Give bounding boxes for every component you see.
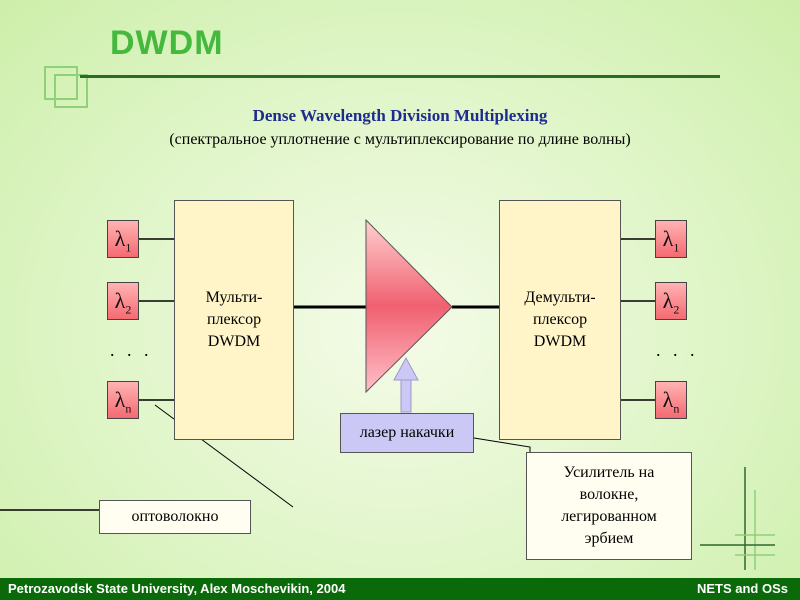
fiber-callout: оптоволокно [99,500,251,534]
pump-arrow-head [393,356,419,381]
subtitle-russian: (спектральное уплотнение с мультиплексир… [169,131,631,148]
footer-credit: Petrozavodsk State University, Alex Mosc… [8,581,346,596]
page-title: DWDM [110,24,224,62]
amplifier-callout-line [473,437,531,458]
ellipsis-left: . . . [110,340,153,360]
lambda-2-right: λ2 [655,282,687,320]
title-rule [80,75,720,78]
lambda-1-right: λ1 [655,220,687,258]
lambda-2-left: λ2 [107,282,139,320]
lambda-n-left: λn [107,381,139,419]
footer-course: NETS and OSs [696,581,788,596]
decor-square [54,74,88,108]
subtitle: Dense Wavelength Division Multiplexing [252,106,548,125]
amplifier-callout: Усилитель на волокне, легированном эрбие… [526,452,692,560]
ellipsis-right: . . . [656,340,699,360]
demultiplexer-block: Демульти- плексор DWDM [499,200,621,440]
lambda-1-left: λ1 [107,220,139,258]
amplifier-triangle [365,218,453,394]
multiplexer-block: Мульти- плексор DWDM [174,200,294,440]
decor-square [44,66,78,100]
pump-arrow-shaft [400,377,412,413]
lambda-n-right: λn [655,381,687,419]
footer-bar: Petrozavodsk State University, Alex Mosc… [0,578,800,600]
pump-laser-box: лазер накачки [340,413,474,453]
